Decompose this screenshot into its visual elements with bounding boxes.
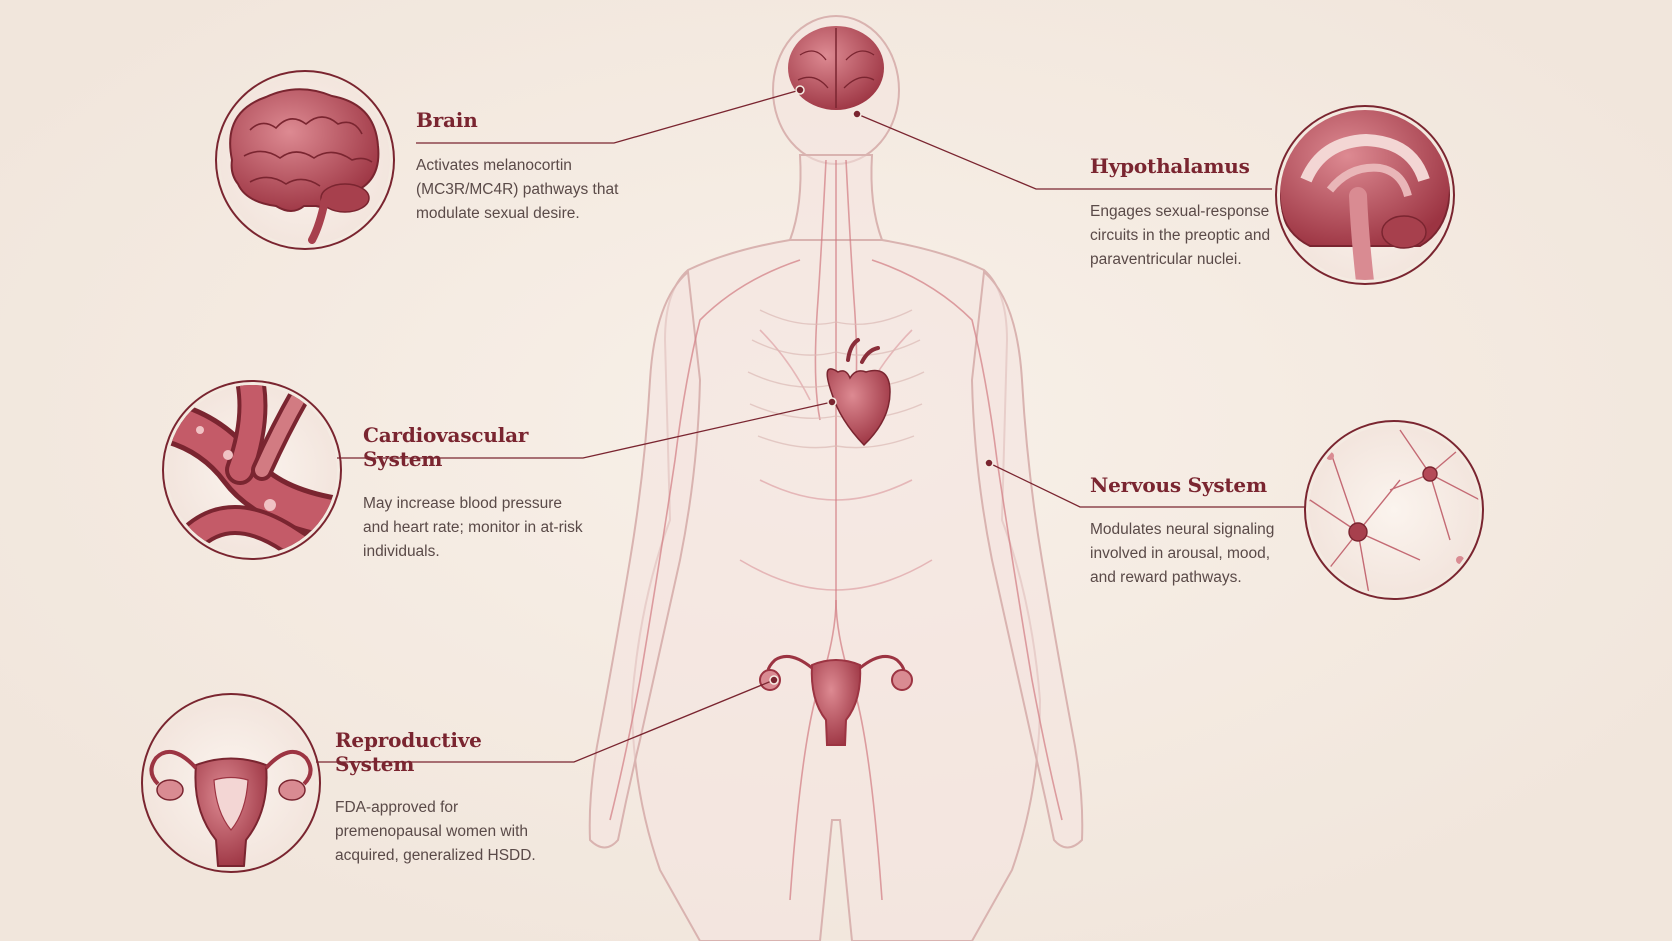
- hypothalamus-callout: Hypothalamus Engages sexual-response cir…: [1090, 154, 1280, 272]
- vascular-network: [609, 159, 1063, 901]
- reproductive-callout: Reproductive System FDA-approved for pre…: [335, 728, 545, 868]
- nervous-callout: Nervous System Modulates neural signalin…: [1090, 473, 1290, 590]
- leader-dots: [769, 85, 994, 685]
- brain-leader-line: [416, 89, 801, 144]
- brain-title: Brain: [416, 108, 478, 132]
- brain-description: Activates melanocortin (MC3R/MC4R) pathw…: [416, 157, 619, 222]
- hypothalamus-leader-line: [856, 113, 1272, 190]
- blood-vessel-icon: [162, 380, 342, 560]
- cardiovascular-callout: Cardiovascular System May increase blood…: [363, 423, 583, 564]
- brain-section-icon: [1275, 105, 1455, 285]
- cardiovascular-leader-line: [337, 401, 833, 459]
- nervous-description: Modulates neural signaling involved in a…: [1090, 521, 1275, 586]
- cardiovascular-title: Cardiovascular System: [363, 423, 529, 471]
- leader-lines: [316, 89, 1305, 763]
- rib-cage: [747, 309, 925, 449]
- brain-icon: [215, 70, 395, 250]
- brain-callout: Brain Activates melanocortin (MC3R/MC4R)…: [416, 108, 626, 226]
- reproductive-leader-line: [316, 679, 775, 763]
- right-arm-outline: [970, 270, 1084, 849]
- hypothalamus-title: Hypothalamus: [1090, 154, 1250, 178]
- figure-heart: [826, 338, 891, 447]
- hypothalamus-description: Engages sexual-response circuits in the …: [1090, 203, 1271, 268]
- reproductive-description: FDA-approved for premenopausal women wit…: [335, 799, 536, 864]
- nervous-title: Nervous System: [1090, 473, 1267, 497]
- nervous-leader-line: [988, 462, 1305, 508]
- cardiovascular-description: May increase blood pressure and heart ra…: [363, 495, 583, 560]
- uterus-icon: [141, 693, 321, 873]
- figure-brain: [788, 26, 884, 110]
- reproductive-title: Reproductive System: [335, 728, 482, 776]
- figure-uterus: [759, 654, 913, 746]
